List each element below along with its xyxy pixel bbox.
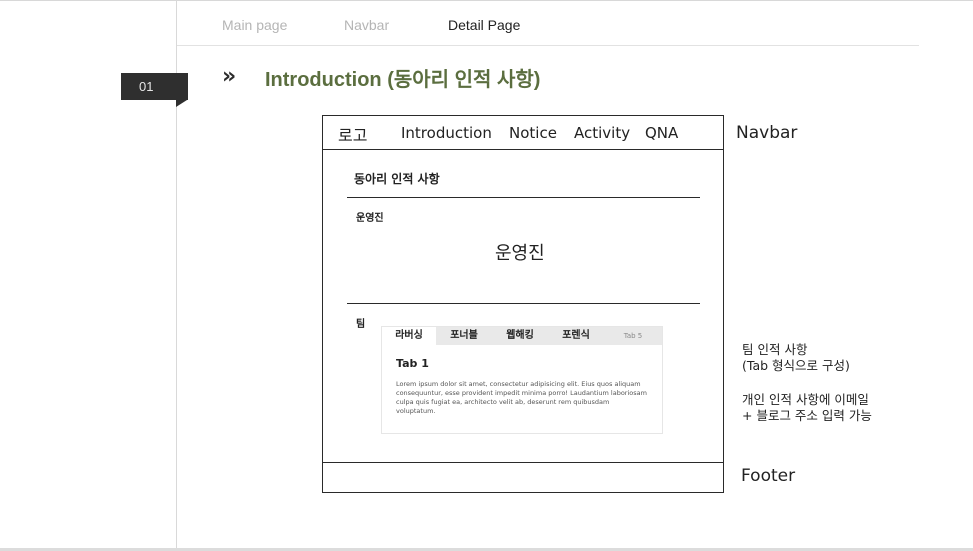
tab-content-text: Lorem ipsum dolor sit amet, consectetur … xyxy=(396,380,647,415)
nav-main-page[interactable]: Main page xyxy=(222,17,288,33)
leader-name: 운영진 xyxy=(495,243,545,264)
left-divider xyxy=(176,0,177,548)
section-title: Introduction (동아리 인적 사항) xyxy=(265,69,541,91)
double-chevron-icon: » xyxy=(222,64,236,89)
annotation-personal: 개인 인적 사항에 이메일 + 블로그 주소 입력 가능 xyxy=(742,392,872,424)
tab-bar: 라버싱 포너블 웹해킹 포렌식 Tab 5 xyxy=(382,327,662,345)
mockup-divider xyxy=(347,197,700,198)
section-number: 01 xyxy=(139,79,154,94)
wireframe-mockup: 로고 Introduction Notice Activity QNA 동아리 … xyxy=(322,115,724,493)
mockup-nav-notice[interactable]: Notice xyxy=(509,124,557,142)
annotation-navbar: Navbar xyxy=(736,123,798,143)
mockup-divider xyxy=(347,303,700,304)
team-label: 팀 xyxy=(356,319,366,330)
tab-reversing[interactable]: 라버싱 xyxy=(382,327,436,345)
annotation-footer: Footer xyxy=(741,466,796,486)
mockup-nav-activity[interactable]: Activity xyxy=(574,124,631,142)
nav-navbar[interactable]: Navbar xyxy=(344,17,390,33)
leader-label: 운영진 xyxy=(356,213,384,224)
annotation-personal-line1: 개인 인적 사항에 이메일 xyxy=(742,392,869,407)
mockup-nav-qna[interactable]: QNA xyxy=(645,124,679,142)
header-divider xyxy=(177,45,919,46)
tab-5[interactable]: Tab 5 xyxy=(623,332,643,340)
section-number-badge: 01 xyxy=(121,73,188,100)
frame-bottom-border xyxy=(0,548,973,551)
annotation-personal-line2: + 블로그 주소 입력 가능 xyxy=(742,408,872,423)
mockup-heading: 동아리 인적 사항 xyxy=(354,172,440,186)
tab-web-hacking[interactable]: 웹해킹 xyxy=(506,330,534,341)
tab-pwnable[interactable]: 포너블 xyxy=(450,330,478,341)
annotation-team-line2: (Tab 형식으로 구성) xyxy=(742,358,850,373)
team-tabs: 라버싱 포너블 웹해킹 포렌식 Tab 5 Tab 1 Lorem ipsum … xyxy=(381,326,663,434)
footer-divider xyxy=(323,462,723,463)
annotation-team-line1: 팀 인적 사항 xyxy=(742,342,808,357)
frame-top-border xyxy=(0,0,973,1)
badge-tail-shape xyxy=(176,100,187,107)
mockup-nav-introduction[interactable]: Introduction xyxy=(401,124,492,142)
nav-detail-page[interactable]: Detail Page xyxy=(448,17,521,33)
tab-content-title: Tab 1 xyxy=(396,357,429,370)
mockup-logo[interactable]: 로고 xyxy=(338,126,368,145)
mockup-navbar: 로고 Introduction Notice Activity QNA xyxy=(323,116,723,150)
annotation-team: 팀 인적 사항 (Tab 형식으로 구성) xyxy=(742,342,850,374)
tab-forensics[interactable]: 포렌식 xyxy=(562,330,590,341)
